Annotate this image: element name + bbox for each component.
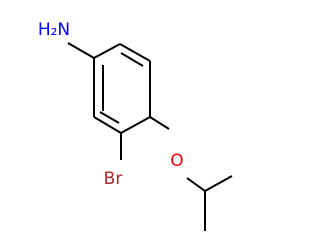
- ring-bond-c1-c2: [93, 43, 121, 59]
- bond-c4-o: [149, 116, 170, 130]
- ring-bond-c4-c5: [120, 116, 151, 134]
- bond-ch-ch3-upper: [204, 175, 233, 192]
- atom-labels: H₂N Br O: [38, 20, 184, 189]
- chemical-structure: H₂N Br O: [38, 20, 233, 231]
- ring-bond-c2-c3-inner: [120, 52, 144, 67]
- ring-bond-c5-c6-inner: [99, 111, 120, 124]
- ring-bond-c5-c6: [93, 116, 122, 134]
- amine-label: H₂N: [38, 20, 70, 40]
- ring-bond-c2-c3: [119, 43, 151, 62]
- bond-lines: [67, 42, 233, 231]
- bond-n-c1: [67, 42, 95, 59]
- oxygen-label: O: [170, 151, 183, 171]
- bond-o-ch: [186, 177, 206, 192]
- bromine-label: Br: [104, 169, 123, 189]
